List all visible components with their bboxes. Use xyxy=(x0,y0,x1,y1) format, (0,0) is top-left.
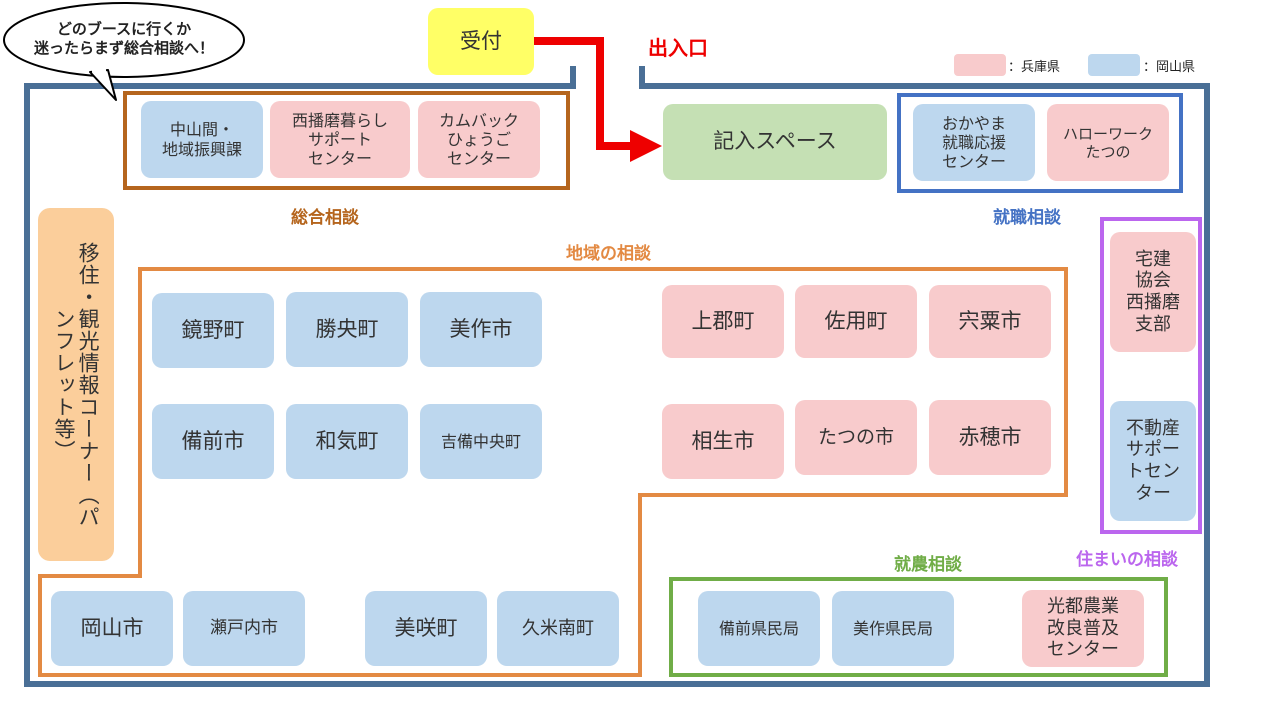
booth-wake: 和気町 xyxy=(286,404,408,479)
pamphlet-corner: 移住・観光情報コーナー（パンフレット等） xyxy=(38,208,114,561)
booth-shiso: 宍粟市 xyxy=(929,285,1051,358)
booth-tatsuno: たつの市 xyxy=(795,400,917,475)
booth-bizen: 備前市 xyxy=(152,404,274,479)
booth-takken-nishiharima: 宅建 協会 西播磨 支部 xyxy=(1110,232,1196,352)
arrow-head-icon xyxy=(630,130,662,162)
legend-okayama-swatch xyxy=(1088,54,1140,76)
employment-frame xyxy=(897,93,1183,193)
legend-hyogo-label: ：兵庫県 xyxy=(1008,60,1061,75)
pamphlet-corner-label: 移住・観光情報コーナー（パンフレット等） xyxy=(52,241,101,528)
housing-frame xyxy=(1100,217,1202,534)
section-label-agriculture: 就農相談 xyxy=(894,555,962,575)
booth-shoo: 勝央町 xyxy=(286,292,408,367)
booth-okayama-city: 岡山市 xyxy=(51,591,173,666)
hall-wall xyxy=(24,66,1210,687)
agriculture-frame xyxy=(669,577,1168,677)
booth-mimasaka-kenminkyoku: 美作県民局 xyxy=(832,591,954,666)
flow-arrow xyxy=(534,37,633,150)
booth-sayo: 佐用町 xyxy=(795,285,917,358)
speech-bubble-shape xyxy=(3,2,245,78)
section-label-regional: 地域の相談 xyxy=(566,244,651,264)
section-label-general: 総合相談 xyxy=(291,208,359,228)
booth-kibichuo: 吉備中央町 xyxy=(420,404,542,479)
legend-okayama-label: ：岡山県 xyxy=(1143,60,1196,75)
booth-aioi: 相生市 xyxy=(662,404,784,479)
legend-hyogo-swatch xyxy=(954,54,1006,76)
booth-nishiharima-kurashi: 西播磨暮らし サポート センター xyxy=(270,101,410,178)
entry-space: 記入スペース xyxy=(663,104,887,180)
booth-misaki: 美咲町 xyxy=(365,591,487,666)
booth-fudosan-support: 不動産 サポー トセン ター xyxy=(1110,401,1196,521)
booth-kagamino: 鏡野町 xyxy=(152,293,274,368)
booth-koto-nogyo: 光都農業 改良普及 センター xyxy=(1022,590,1144,667)
booth-ako: 赤穂市 xyxy=(929,400,1051,475)
section-label-housing: 住まいの相談 xyxy=(1076,550,1178,570)
speech-bubble-text: どのブースに行くか 迷ったらまず総合相談へ！ xyxy=(33,20,214,57)
booth-comeback-hyogo: カムバック ひょうご センター xyxy=(418,101,540,178)
booth-okayama-shushoku: おかやま 就職応援 センター xyxy=(913,104,1035,181)
booth-kamigori: 上郡町 xyxy=(662,285,784,358)
booth-hellowork-tatsuno: ハローワーク たつの xyxy=(1047,104,1169,181)
booth-kumenan: 久米南町 xyxy=(497,591,619,666)
reception-desk: 受付 xyxy=(428,8,534,75)
entrance-label: 出入口 xyxy=(648,36,708,60)
general-frame xyxy=(123,91,570,190)
booth-bizen-kenminkyoku: 備前県民局 xyxy=(698,591,820,666)
booth-mimasaka: 美作市 xyxy=(420,292,542,367)
section-label-employment: 就職相談 xyxy=(993,208,1061,228)
regional-frame xyxy=(38,267,1068,677)
booth-setouchi: 瀬戸内市 xyxy=(183,591,305,666)
booth-nakayamakan: 中山間・ 地域振興課 xyxy=(141,101,263,178)
